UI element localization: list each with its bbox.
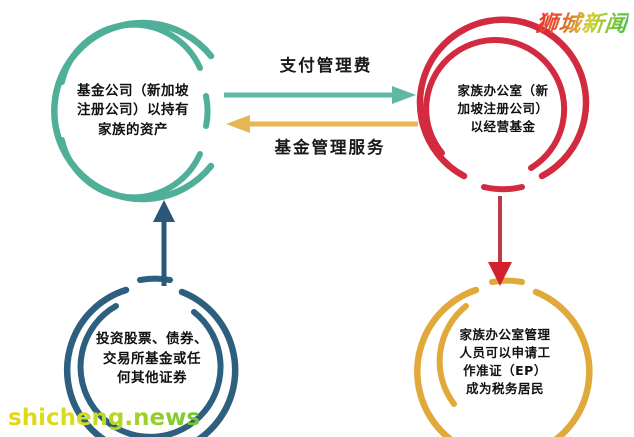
edge-label-fund-management-service: 基金管理服务 — [274, 138, 386, 157]
arrow-pay-management-fee — [224, 84, 418, 106]
family-office-ring-icon — [416, 16, 590, 193]
node-investments[interactable]: 投资股票、债券、 交易所基金或任 何其他证券 — [48, 272, 256, 437]
node-family-office[interactable]: 家族办公室（新 加坡注册公司） 以经营基金 — [398, 14, 608, 204]
edge-label-pay-management-fee: 支付管理费 — [279, 56, 373, 75]
node-ep-residency[interactable]: 家族办公室管理 人员可以申请工 作准证（EP） 成为税务居民 — [400, 276, 610, 437]
arrow-office-to-ep — [486, 196, 514, 288]
investments-ring-icon — [63, 275, 239, 437]
arrow-investments-to-fund — [150, 198, 178, 288]
node-fund-company[interactable]: 基金公司（新加坡 注册公司）以持有 家族的资产 — [22, 12, 244, 210]
fund-company-ring-icon — [51, 19, 215, 203]
ep-residency-ring-icon — [414, 277, 593, 437]
arrow-fund-management-service — [224, 113, 418, 135]
